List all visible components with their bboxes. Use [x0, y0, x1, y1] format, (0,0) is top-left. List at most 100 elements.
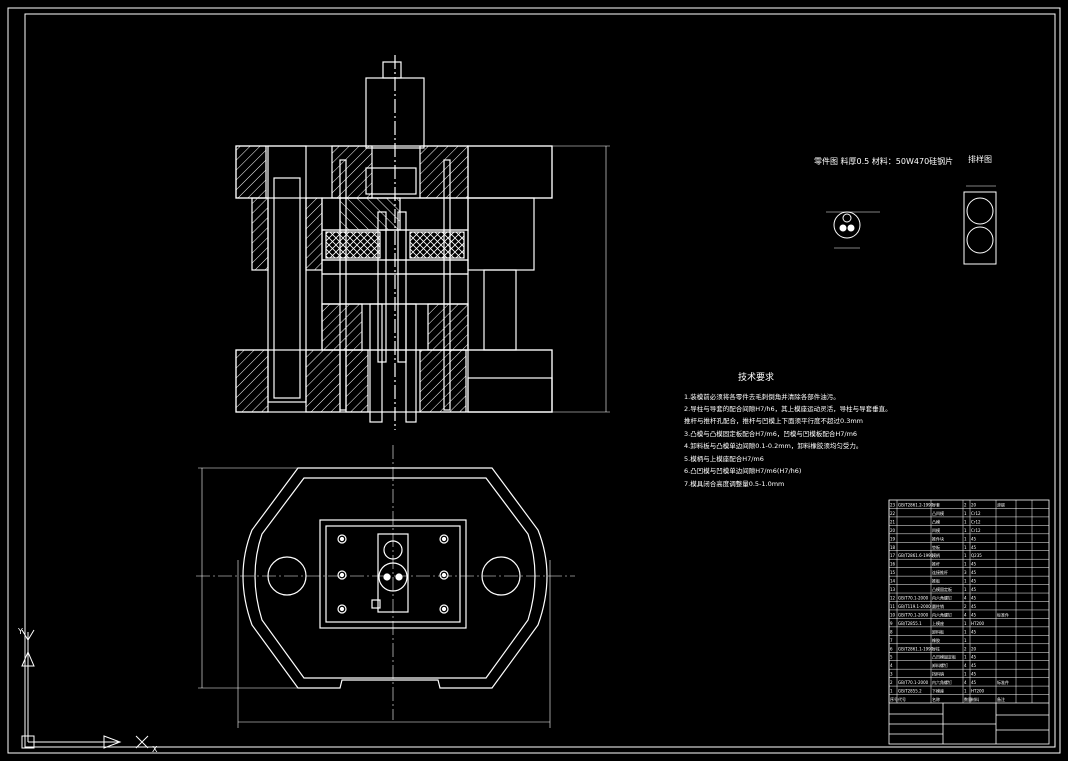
tech-requirement-line: 3.凸模与凸模固定板配合H7/m6，凹模与凹模板配合H7/m6 [684, 429, 857, 438]
bom-cell: 1 [964, 672, 967, 677]
bom-cell: 10 [890, 612, 896, 617]
bom-cell: 45 [971, 596, 977, 601]
bom-cell: 7 [890, 638, 893, 643]
bom-cell: 45 [971, 579, 977, 584]
bom-cell: 导套 [932, 501, 940, 507]
bom-cell: 内六角螺钉 [932, 595, 952, 601]
bom-cell: 15 [890, 570, 896, 575]
bom-cell: 1 [964, 562, 967, 567]
bom-cell: 19 [890, 536, 896, 541]
bom-cell: 1 [964, 587, 967, 592]
bom-cell: 11 [890, 604, 896, 609]
bom-cell: 标准件 [997, 679, 1009, 685]
bom-cell: 凸模固定板 [932, 586, 952, 592]
bom-cell: 2 [964, 502, 967, 507]
bom-cell: 卸料螺钉 [932, 662, 948, 668]
bom-cell: 橡胶 [932, 637, 940, 643]
bom-cell: 45 [971, 672, 977, 677]
bom-cell: GB/T2861.2-1990 [898, 502, 934, 507]
bom-cell: 8 [890, 629, 893, 634]
bom-cell: 45 [971, 604, 977, 609]
ucs-x-label: X [152, 745, 158, 754]
bom-cell: 6 [890, 646, 893, 651]
tech-requirements-title: 技术要求 [738, 371, 774, 383]
bom-cell: 4 [964, 596, 967, 601]
bom-cell: 1 [964, 536, 967, 541]
bom-cell: GB/T70.1-2000 [898, 612, 929, 617]
bom-header-cell: 材料 [971, 696, 979, 702]
bom-cell: 45 [971, 562, 977, 567]
bom-cell: 45 [971, 587, 977, 592]
bom-cell: 2 [964, 604, 967, 609]
bom-cell: 圆柱销 [932, 603, 944, 609]
bom-cell: 18 [890, 545, 896, 550]
tech-requirement-line: 5.模柄与上模座配合H7/m6 [684, 454, 764, 463]
bom-cell: HT200 [971, 689, 985, 694]
bom-cell: 凸模 [932, 518, 940, 524]
bom-cell: GB/T2861.1-1990 [898, 646, 934, 651]
strip-layout-drawing [963, 185, 997, 265]
bom-cell: 3 [890, 672, 893, 677]
bom-cell: 4 [964, 663, 967, 668]
bom-cell: 标准件 [997, 611, 1009, 617]
bom-cell: 45 [971, 570, 977, 575]
inner-frame [24, 13, 1056, 748]
bom-cell: 上模座 [932, 620, 944, 626]
bom-cell: 1 [964, 528, 967, 533]
bom-cell: GB/T2855.1 [898, 621, 922, 626]
bom-cell: 14 [890, 579, 896, 584]
tech-requirement-line: 推杆与推杆孔配合，推杆与凹模上下面须平行度不超过0.3mm [684, 416, 863, 425]
bom-cell: 4 [964, 612, 967, 617]
part-drawing [826, 211, 880, 249]
bom-cell: 1 [964, 638, 967, 643]
bom-cell: 20 [971, 502, 977, 507]
bom-cell: GB/T2861.6-1990 [898, 553, 934, 558]
bom-cell: 凸凹模 [932, 510, 944, 516]
tech-requirement-line: 2.导柱与导套的配合间隙H7/h6，其上模座运动灵活，导柱与导套垂直。 [684, 404, 892, 413]
bom-cell: Cr12 [971, 511, 981, 516]
bom-cell: 45 [971, 663, 977, 668]
bom-cell: GB/T2855.2 [898, 689, 922, 694]
bom-cell: 23 [890, 502, 896, 507]
bom-cell: 1 [964, 655, 967, 660]
bom-cell: 16 [890, 562, 896, 567]
bom-cell: 13 [890, 587, 896, 592]
bom-cell: GB/T70.1-2000 [898, 680, 929, 685]
bom-header-cell: 数量 [964, 696, 972, 702]
bom-cell: 垫板 [932, 544, 940, 550]
bom-cell: 1 [890, 689, 893, 694]
bom-cell: 推件块 [932, 535, 944, 541]
ucs-icon [21, 629, 149, 749]
bom-cell: HT200 [971, 621, 985, 626]
tech-requirements-list: 1.装模前必须将各零件去毛刺倒角并清除各部件油污。 2.导柱与导套的配合间隙H7… [684, 392, 892, 488]
bom-cell: 凹模 [932, 527, 940, 533]
bom-cell: 45 [971, 536, 977, 541]
bom-cell: 连接推杆 [932, 569, 948, 575]
bom-cell: Cr12 [971, 519, 981, 524]
bom-cell: 模柄 [932, 552, 940, 558]
bom-cell: 1 [964, 629, 967, 634]
bom-cell: 22 [890, 511, 896, 516]
bom-cell: 2 [890, 680, 893, 685]
bom-cell: 1 [964, 511, 967, 516]
bom-cell: 内六角螺钉 [932, 611, 952, 617]
bom-cell: 45 [971, 655, 977, 660]
bom-cell: 2 [964, 646, 967, 651]
tech-requirement-line: 7.模具闭合高度调整量0.5-1.0mm [684, 479, 784, 488]
strip-layout-label: 排样图 [968, 154, 992, 164]
bom-cell: 1 [964, 553, 967, 558]
outer-frame [7, 7, 1061, 754]
bom-cell: 导柱 [932, 645, 940, 651]
bom-cell: 凸凹模固定板 [932, 654, 956, 660]
bom-cell: Cr12 [971, 528, 981, 533]
bom-cell: 17 [890, 553, 896, 558]
bom-cell: GB/T70.1-2000 [898, 596, 929, 601]
bom-header-cell: 名称 [932, 696, 940, 702]
bom-cell: 45 [971, 612, 977, 617]
bom-cell: 内六角螺钉 [932, 679, 952, 685]
section-view [235, 55, 610, 430]
bom-cell: 45 [971, 680, 977, 685]
bom-cell: GB/T119.1-2000 [898, 604, 931, 609]
